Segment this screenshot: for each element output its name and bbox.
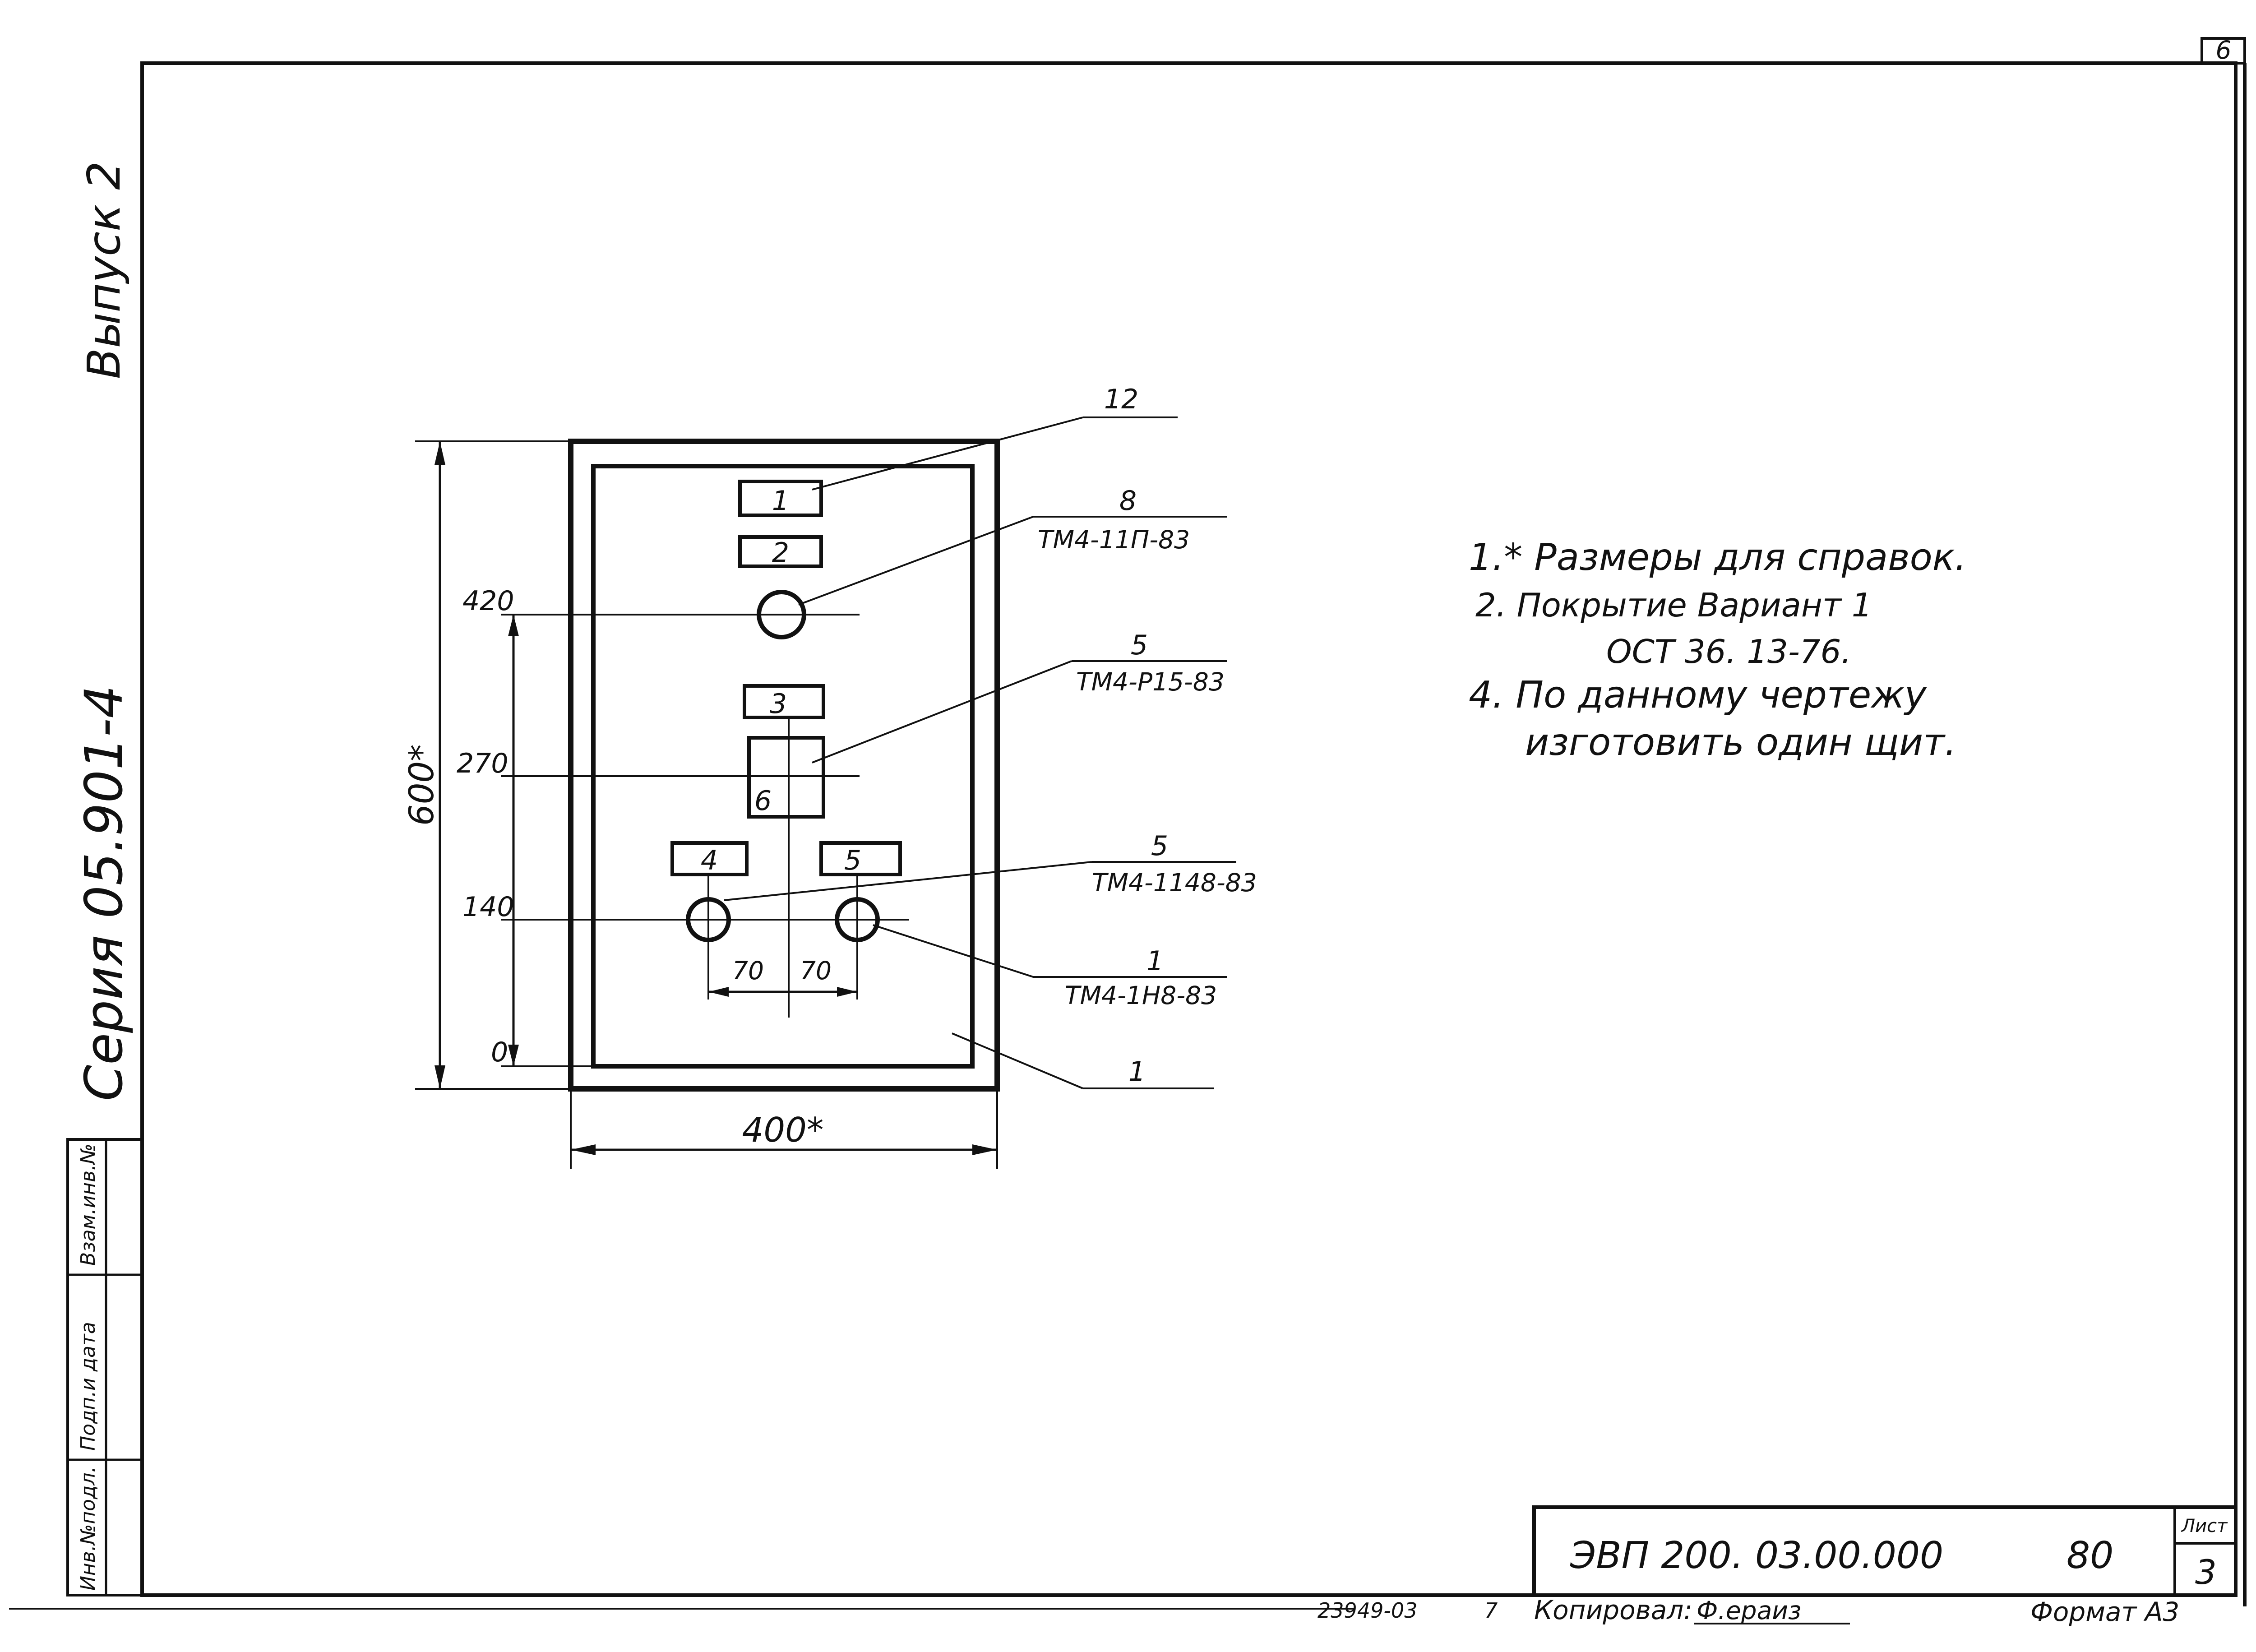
callout-5b-code: ТМ4-1148-83 xyxy=(1092,868,1257,897)
spacing-arrow-right xyxy=(837,987,857,997)
spacing-value-left: 70 xyxy=(732,956,764,985)
callout-1a-number: 1 xyxy=(1146,945,1164,977)
spacing-value-right: 70 xyxy=(800,956,832,985)
callout-5a-code: ТМ4-Р15-83 xyxy=(1076,667,1225,696)
callout-12-leader xyxy=(812,416,1083,491)
level-arrow-top xyxy=(508,615,519,636)
callout-5a-number: 5 xyxy=(1131,629,1148,661)
callout-1b-leader xyxy=(952,1032,1083,1089)
height-arrow-bottom xyxy=(435,1065,445,1089)
copied-label: Копировал: xyxy=(1534,1595,1692,1625)
document-designation: ЭВП 200. 03.00.000 xyxy=(1570,1534,1943,1577)
callout-8-number: 8 xyxy=(1119,485,1137,517)
label-plate-1-number: 1 xyxy=(772,485,789,517)
label-plate-5 xyxy=(819,841,902,876)
label-plate-3 xyxy=(743,684,825,719)
note-4: 4. По данному чертежу xyxy=(1469,674,1927,717)
level-arrow-bottom xyxy=(508,1045,519,1066)
approval-stamp-column: Инв.№подл. Подп.и дата Взам.инв.№ xyxy=(66,1138,143,1596)
callout-1a-code: ТМ4-1Н8-83 xyxy=(1065,981,1217,1010)
label-plate-4 xyxy=(670,841,749,876)
label-plate-5-number: 5 xyxy=(844,845,861,876)
note-2: 2. Покрытие Вариант 1 xyxy=(1475,586,1872,624)
copied-signature: Ф.ераиз xyxy=(1697,1596,1801,1625)
drawing-frame xyxy=(140,61,2238,1597)
device-6-number: 6 xyxy=(754,785,772,817)
top-sheet-number: 6 xyxy=(2216,36,2232,65)
top-sheet-number-cell xyxy=(2201,37,2246,65)
release-label: Выпуск 2 xyxy=(78,161,130,379)
level-label-0: 0 xyxy=(491,1037,508,1068)
callout-8-code: ТМ4-11П-83 xyxy=(1038,525,1190,554)
callout-5b-leader xyxy=(724,861,1092,901)
stamp-signature-date: Подп.и дата xyxy=(77,1322,100,1451)
label-plate-2 xyxy=(738,535,823,568)
callout-5a-leader xyxy=(812,660,1072,764)
order-number: 23949-03 xyxy=(1318,1598,1417,1623)
label-plate-1 xyxy=(738,480,823,517)
width-dimension-value: 400* xyxy=(742,1110,824,1150)
format-label: Формат А3 xyxy=(2030,1596,2179,1627)
panel-drawing: 1 2 3 4 5 6 420 270 140 0 xyxy=(402,384,1257,1169)
note-2-continuation: ОСТ 36. 13-76. xyxy=(1606,633,1852,671)
device-6-housing xyxy=(747,736,825,819)
spacing-arrow-left xyxy=(708,987,729,997)
panel-outer-edge xyxy=(568,439,1000,1092)
title-block: ЭВП 200. 03.00.000 80 Лист 3 xyxy=(1532,1505,2238,1597)
width-arrow-right xyxy=(972,1144,997,1155)
callout-12-number: 12 xyxy=(1104,384,1138,415)
callout-1a-leader xyxy=(873,924,1034,978)
level-label-140: 140 xyxy=(462,891,514,923)
panel-inner-edge xyxy=(591,464,975,1069)
callout-5b-number: 5 xyxy=(1151,830,1168,862)
stamp-inv-number: Инв.№подл. xyxy=(77,1466,100,1591)
callout-1b-number: 1 xyxy=(1128,1056,1146,1087)
sheet-value: 3 xyxy=(2195,1552,2217,1592)
level-label-270: 270 xyxy=(457,748,509,779)
label-plate-3-number: 3 xyxy=(770,688,787,720)
series-label: Серия 05.901-4 xyxy=(74,685,134,1101)
document-mark: 80 xyxy=(2066,1534,2113,1577)
height-arrow-top xyxy=(435,441,445,465)
note-4-continuation: изготовить один щит. xyxy=(1525,721,1957,764)
width-arrow-left xyxy=(571,1144,596,1155)
note-1: 1.* Размеры для справок. xyxy=(1469,536,1967,579)
callout-8-leader xyxy=(798,516,1034,606)
level-label-420: 420 xyxy=(462,585,514,617)
stamp-replacement-inv: Взам.инв.№ xyxy=(77,1143,100,1266)
order-suffix: 7 xyxy=(1484,1598,1498,1623)
height-dimension-value: 600* xyxy=(402,744,441,826)
label-plate-2-number: 2 xyxy=(772,537,789,569)
footer: 23949-03 7 Копировал: Ф.ераиз Формат А3 xyxy=(9,1595,2179,1627)
label-plate-4-number: 4 xyxy=(701,845,718,876)
sheet-label: Лист xyxy=(2181,1516,2228,1536)
